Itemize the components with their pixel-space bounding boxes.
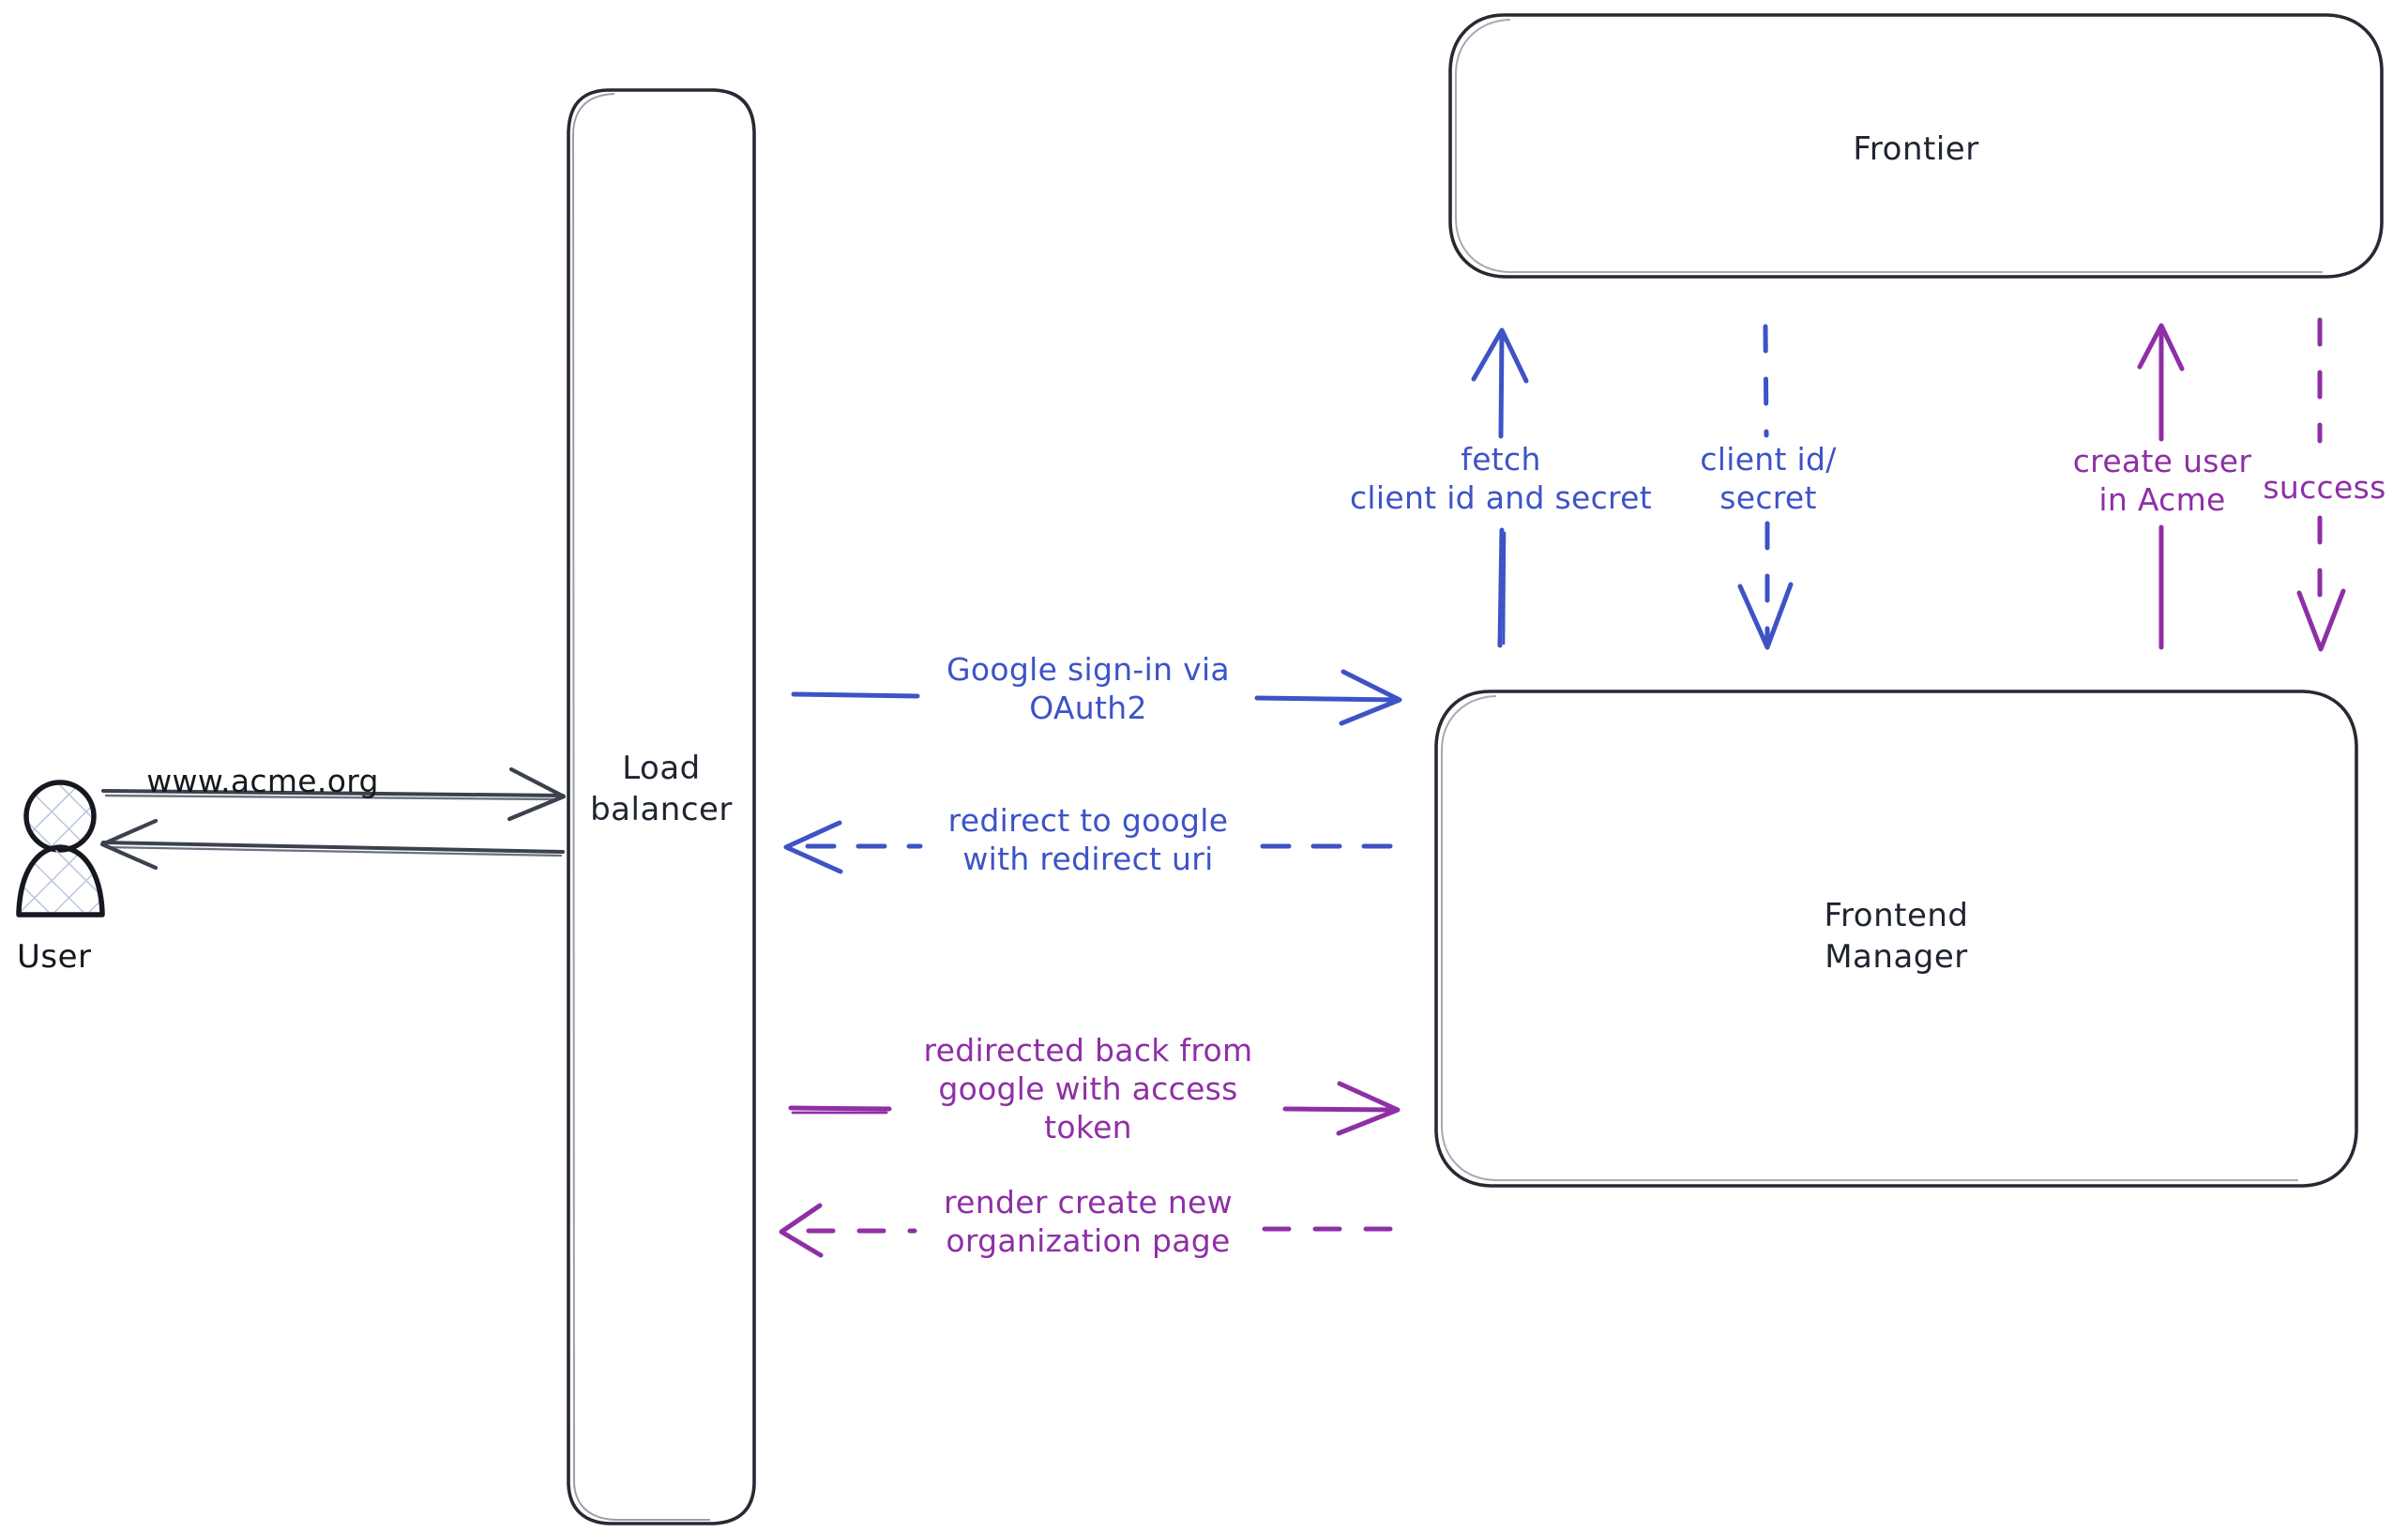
edge-label-frontier-to-fm-success: success xyxy=(2263,469,2386,506)
edge-frontier-to-fm-credentials xyxy=(1737,324,1794,650)
node-frontier[interactable] xyxy=(1448,13,2384,279)
edge-fm-to-lb-redirect xyxy=(783,820,1398,874)
edge-label-fm-to-frontier-create-user: create user in Acme xyxy=(2072,443,2252,518)
node-frontend-manager[interactable] xyxy=(1434,690,2358,1188)
edge-frontier-to-fm-success xyxy=(2296,317,2346,652)
edge-label-fm-to-lb-redirect: redirect to google with redirect uri xyxy=(947,802,1229,877)
edge-label-user-to-lb: www.acme.org xyxy=(146,763,379,799)
node-load-balancer[interactable] xyxy=(567,88,756,1525)
edge-label-fm-to-frontier-fetch: fetch client id and secret xyxy=(1349,441,1653,516)
edge-fm-to-lb-render xyxy=(779,1203,1397,1258)
edge-label-lb-to-fm-token: redirected back from google with access … xyxy=(923,1032,1253,1145)
user-actor[interactable] xyxy=(16,780,105,918)
edge-label-lb-to-fm-signin: Google sign-in via OAuth2 xyxy=(947,651,1230,726)
edge-user-to-lb xyxy=(101,766,567,822)
edge-label-frontier-to-fm-credentials: client id/ secret xyxy=(1700,441,1837,516)
edge-lb-to-user xyxy=(99,818,565,871)
edge-lb-to-fm-token xyxy=(788,1081,1401,1136)
edge-lb-to-fm-signin xyxy=(791,669,1402,726)
edge-label-fm-to-lb-render: render create new organization page xyxy=(944,1184,1233,1259)
user-actor-caption: User xyxy=(17,938,92,976)
edge-fm-to-frontier-fetch xyxy=(1471,327,1529,648)
edge-fm-to-frontier-create-user xyxy=(2137,323,2185,650)
